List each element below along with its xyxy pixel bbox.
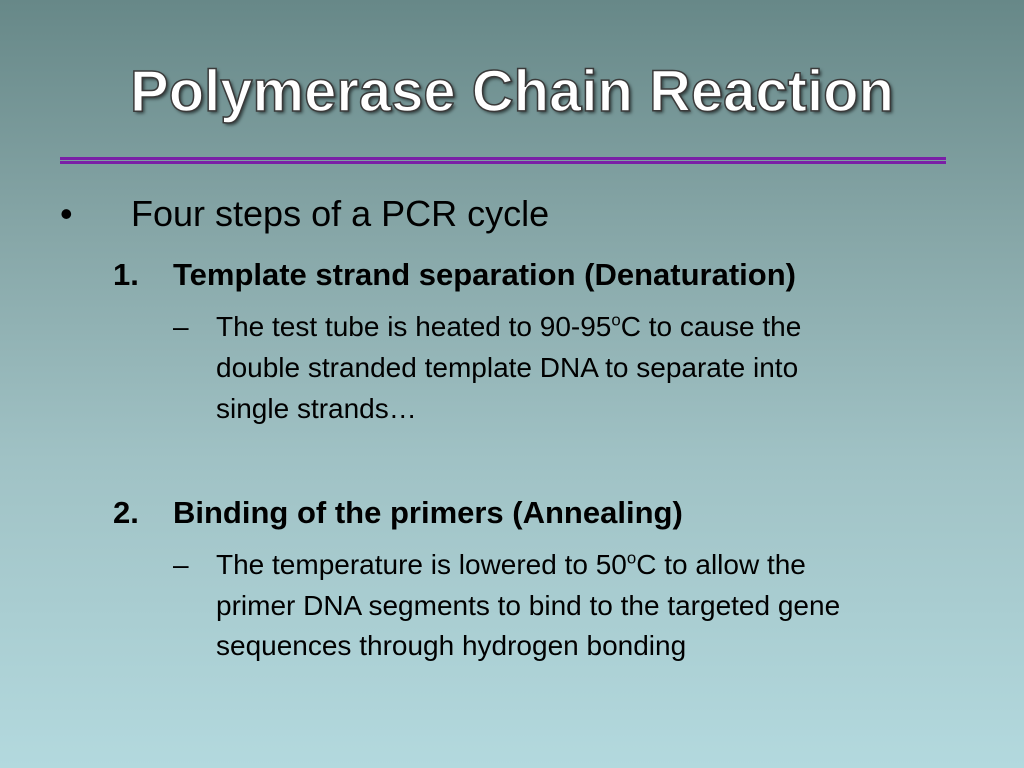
step-2-number: 2. xyxy=(113,495,139,530)
step-2-line-3: sequences through hydrogen bonding xyxy=(216,630,687,661)
step-2-line-1-before: The temperature is lowered to 50 xyxy=(216,549,627,580)
title-underline xyxy=(60,157,946,165)
step-1-line-1-before: The test tube is heated to 90-95 xyxy=(216,311,612,342)
slide-title: Polymerase Chain Reaction xyxy=(129,58,894,125)
step-1-heading: Template strand separation (Denaturation… xyxy=(173,257,796,292)
step-1-dash: – xyxy=(173,311,189,342)
step-1-number: 1. xyxy=(113,257,139,292)
step-2-line-1-after: C to allow the xyxy=(636,549,806,580)
step-2-line-2: primer DNA segments to bind to the targe… xyxy=(216,590,841,621)
step-1-line-2: double stranded template DNA to separate… xyxy=(216,352,799,383)
step-2-line-1: The temperature is lowered to 50oC to al… xyxy=(216,545,806,585)
step-1-line-1-after: C to cause the xyxy=(620,311,802,342)
degree-superscript: o xyxy=(611,310,621,330)
bullet-text: Four steps of a PCR cycle xyxy=(131,193,550,234)
step-2-dash: – xyxy=(173,549,189,580)
bullet-marker: • xyxy=(60,193,73,234)
degree-superscript: o xyxy=(626,548,637,568)
step-1-line-1: The test tube is heated to 90-95oC to ca… xyxy=(216,307,801,347)
step-1-line-3: single strands… xyxy=(216,393,417,424)
title-underline-bottom xyxy=(60,161,946,164)
step-2-heading: Binding of the primers (Annealing) xyxy=(173,495,683,530)
title-underline-top xyxy=(60,157,946,160)
